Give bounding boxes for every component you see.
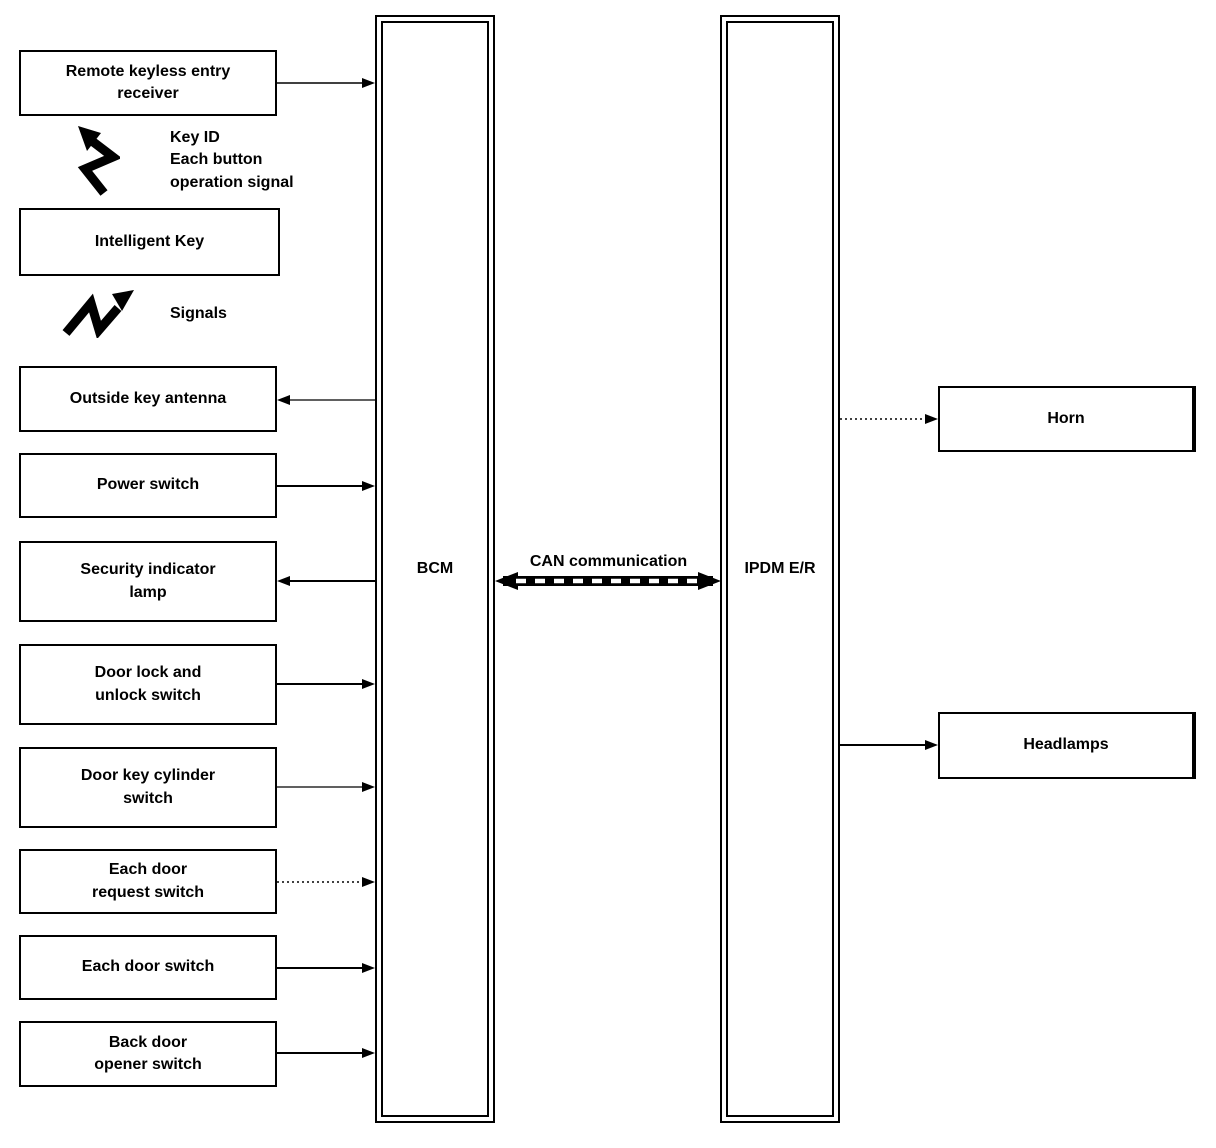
arrow-power-switch-to-bcm [277,481,375,491]
can-bus-arrow [495,572,721,590]
arrow-bcm-to-outside-key-antenna [277,395,375,405]
box-outside-key-antenna: Outside key antenna [19,366,277,432]
box-intelligent-key: Intelligent Key [19,208,280,276]
bcm-label: BCM [416,560,454,577]
ipdm-er-label: IPDM E/R [744,560,816,577]
arrow-door-key-cylinder-switch-to-bcm [277,782,375,792]
arrow-remote-receiver-to-bcm [277,78,375,88]
arrow-back-door-opener-switch-to-bcm [277,1048,375,1058]
key-id-signal-label: Key ID Each button operation signal [170,129,294,191]
box-headlamps: Headlamps [938,712,1196,779]
box-power-switch: Power switch [19,453,277,518]
wireless-signal-icon [77,126,120,196]
box-each-door-request-switch: Each door request switch [19,849,277,914]
box-security-indicator-lamp: Security indicator lamp [19,541,277,622]
box-door-key-cylinder-switch: Door key cylinder switch [19,747,277,828]
arrow-each-door-request-switch-to-bcm [277,877,375,887]
box-door-lock-unlock-switch: Door lock and unlock switch [19,644,277,725]
box-each-door-switch: Each door switch [19,935,277,1000]
box-back-door-opener-switch: Back door opener switch [19,1021,277,1087]
can-communication-label: CAN communication [529,553,688,570]
arrow-bcm-to-security-indicator-lamp [277,576,375,586]
box-remote-keyless-entry-receiver: Remote keyless entry receiver [19,50,277,116]
module-bcm: BCM [375,15,495,1123]
box-horn: Horn [938,386,1196,452]
wireless-signal-icon [62,290,134,338]
module-ipdm-er: IPDM E/R [720,15,840,1123]
arrow-ipdm-to-horn [840,414,938,424]
arrow-door-lock-unlock-switch-to-bcm [277,679,375,689]
arrow-each-door-switch-to-bcm [277,963,375,973]
signals-label: Signals [170,305,227,322]
arrow-ipdm-to-headlamps [840,740,938,750]
